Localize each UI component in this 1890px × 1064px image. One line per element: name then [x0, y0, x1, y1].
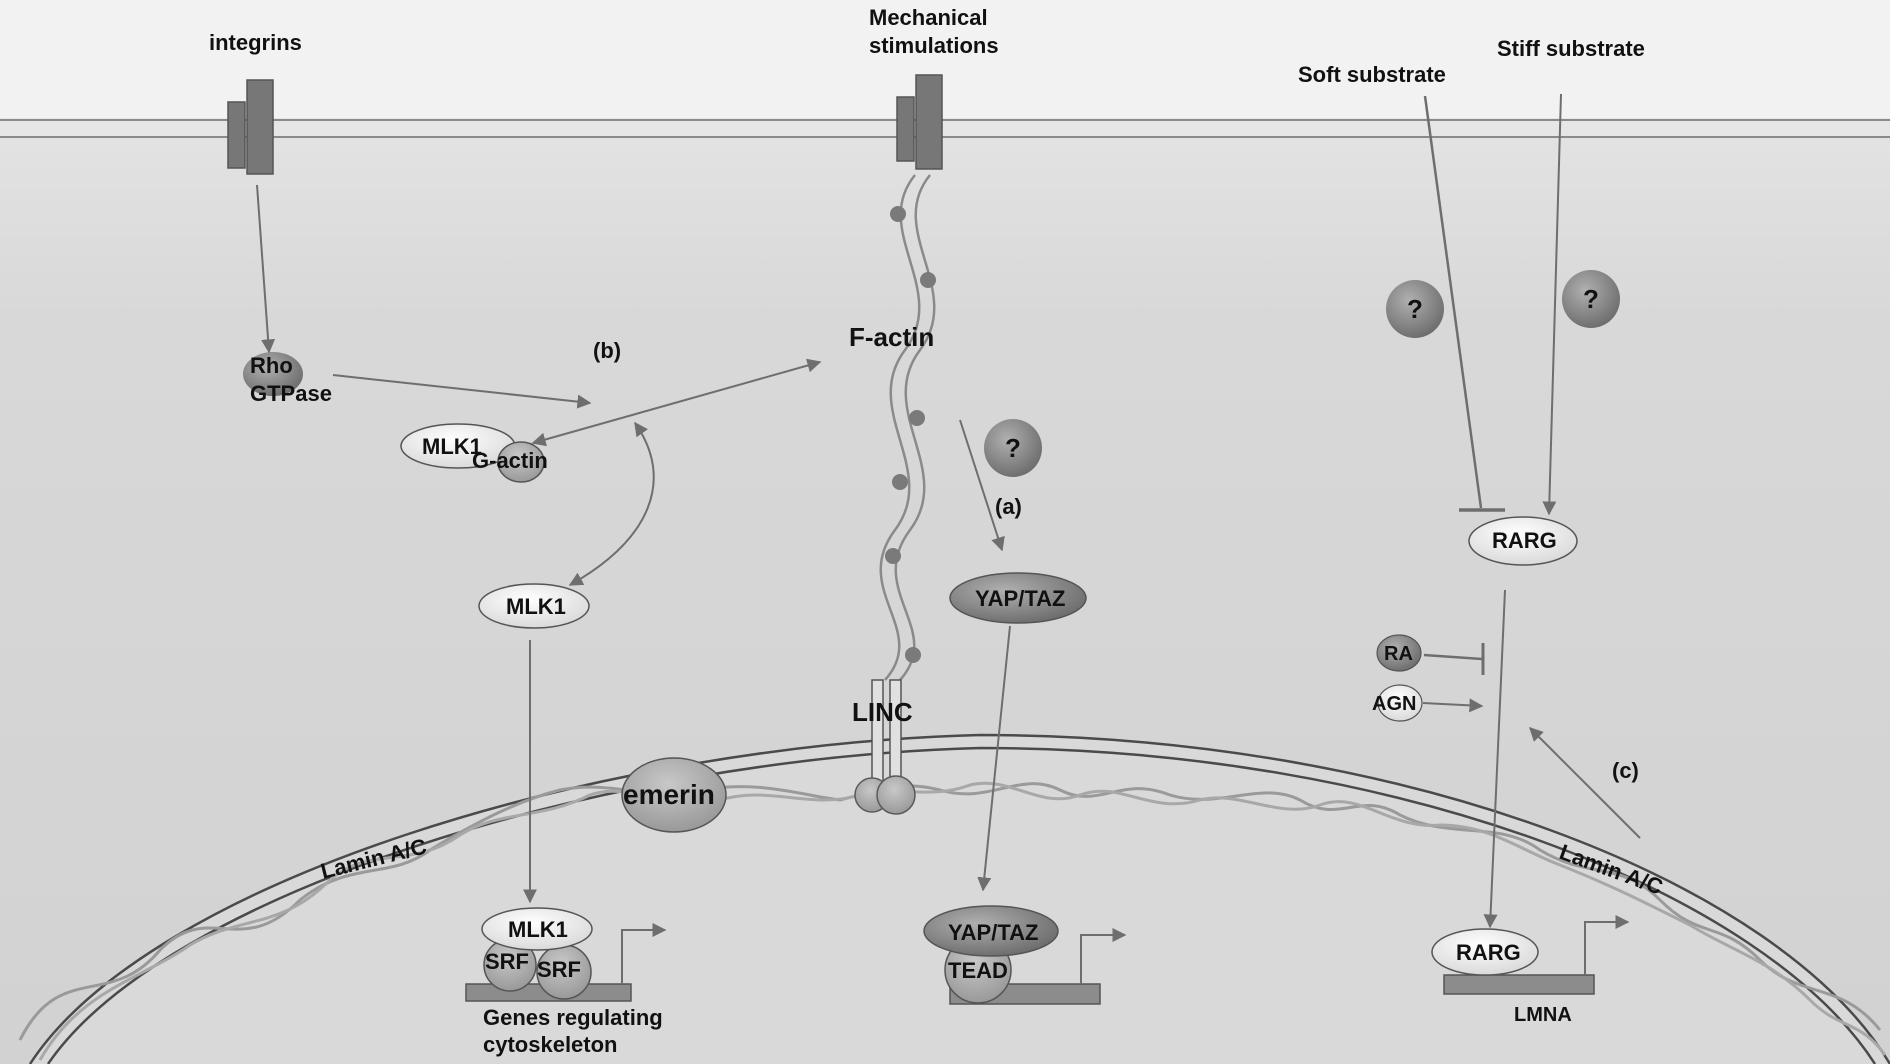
agn-node: [1377, 684, 1423, 722]
arrow-factin-to-yaptaz: [959, 419, 1005, 552]
label-ra: RA: [1384, 643, 1413, 665]
label-yaptaz-nuc: YAP/TAZ: [948, 920, 1038, 945]
label-yaptaz-top: YAP/TAZ: [975, 586, 1065, 611]
nuclear-envelope-outer: [28, 733, 1890, 1064]
label-mlk1-mid: MLK1: [506, 594, 566, 619]
label-question-stiff: ?: [1583, 284, 1599, 314]
label-question-a: ?: [1005, 433, 1021, 463]
mlk1-srf-complex: [465, 907, 632, 1002]
label-srf-2: SRF: [537, 957, 581, 982]
arrow-lamin-feedback: [1529, 727, 1641, 839]
rarg-top-node: [1468, 516, 1578, 566]
label-rarg-top: RARG: [1492, 528, 1557, 553]
label-soft-substrate: Soft substrate: [1298, 62, 1446, 87]
inhibition-lines: [1423, 95, 1505, 675]
label-g-actin: G-actin: [472, 448, 548, 473]
pathway-arrows: [256, 93, 1641, 929]
extracellular-space: [0, 0, 1890, 118]
label-integrins: integrins: [209, 30, 302, 55]
label-agn: AGN: [1372, 693, 1416, 715]
label-emerin: emerin: [623, 779, 715, 810]
mechanoreceptor-icon: [896, 74, 943, 170]
label-tead: TEAD: [948, 958, 1008, 983]
gene-bar-lmna: [1443, 974, 1595, 995]
ra-node: [1376, 634, 1422, 672]
label-b: (b): [593, 338, 621, 363]
label-cytoskeleton: cytoskeleton: [483, 1032, 618, 1057]
arrow-yaptaz-to-nucleus: [977, 625, 1011, 892]
label-a: (a): [995, 494, 1022, 519]
rho-gtpase-node: [243, 352, 303, 396]
label-rho: Rho: [250, 353, 293, 378]
question-mark-node-soft: [1386, 280, 1444, 338]
label-stiff-substrate: Stiff substrate: [1497, 36, 1645, 61]
integrin-receptor-icon: [227, 79, 274, 175]
yap-taz-top-node: [949, 572, 1087, 624]
inhibit-soft-to-rarg: [1423, 95, 1483, 509]
label-mlk1-nuc: MLK1: [508, 917, 568, 942]
nuclear-envelope-inner: [46, 746, 1877, 1064]
label-lmna: LMNA: [1514, 1004, 1572, 1026]
label-mechanical: Mechanical: [869, 5, 988, 30]
label-question-soft: ?: [1407, 294, 1423, 324]
question-mark-node-stiff: [1562, 270, 1620, 328]
rarg-lmna-complex: [1431, 928, 1595, 995]
arrow-integrin-to-rho: [256, 184, 276, 354]
label-genes-regulating: Genes regulating: [483, 1005, 663, 1030]
g-actin-node: [497, 441, 545, 483]
f-actin-filament: [879, 174, 936, 681]
yap-taz-tead-complex: [923, 905, 1101, 1005]
yap-taz-nuc-node: [923, 905, 1059, 957]
mlk1-mid-node: [478, 583, 590, 629]
arrow-gactin-mlk1: [568, 421, 655, 586]
label-linc: LINC: [852, 697, 913, 727]
arrow-agn: [1422, 698, 1484, 713]
transcription-start-arrows: [621, 915, 1630, 984]
label-rarg-nuc: RARG: [1456, 940, 1521, 965]
linc-complex: [854, 679, 916, 815]
label-mlk1-top: MLK1: [422, 434, 482, 459]
label-f-actin: F-actin: [849, 322, 934, 352]
lamina-strand-2: [38, 781, 1887, 1061]
label-gtpase: GTPase: [250, 381, 332, 406]
arrow-rarg-to-nucleus: [1483, 589, 1506, 929]
label-srf-1: SRF: [485, 949, 529, 974]
arrow-stiff-to-rarg: [1542, 93, 1562, 516]
emerin-node: [621, 757, 727, 833]
lamina-strand-1: [18, 782, 1882, 1041]
label-c: (c): [1612, 758, 1639, 783]
rarg-nuc-node: [1431, 928, 1539, 976]
question-mark-node-a: [984, 419, 1042, 477]
label-stimulations: stimulations: [869, 33, 999, 58]
mlk1-nuc-node: [481, 907, 593, 951]
